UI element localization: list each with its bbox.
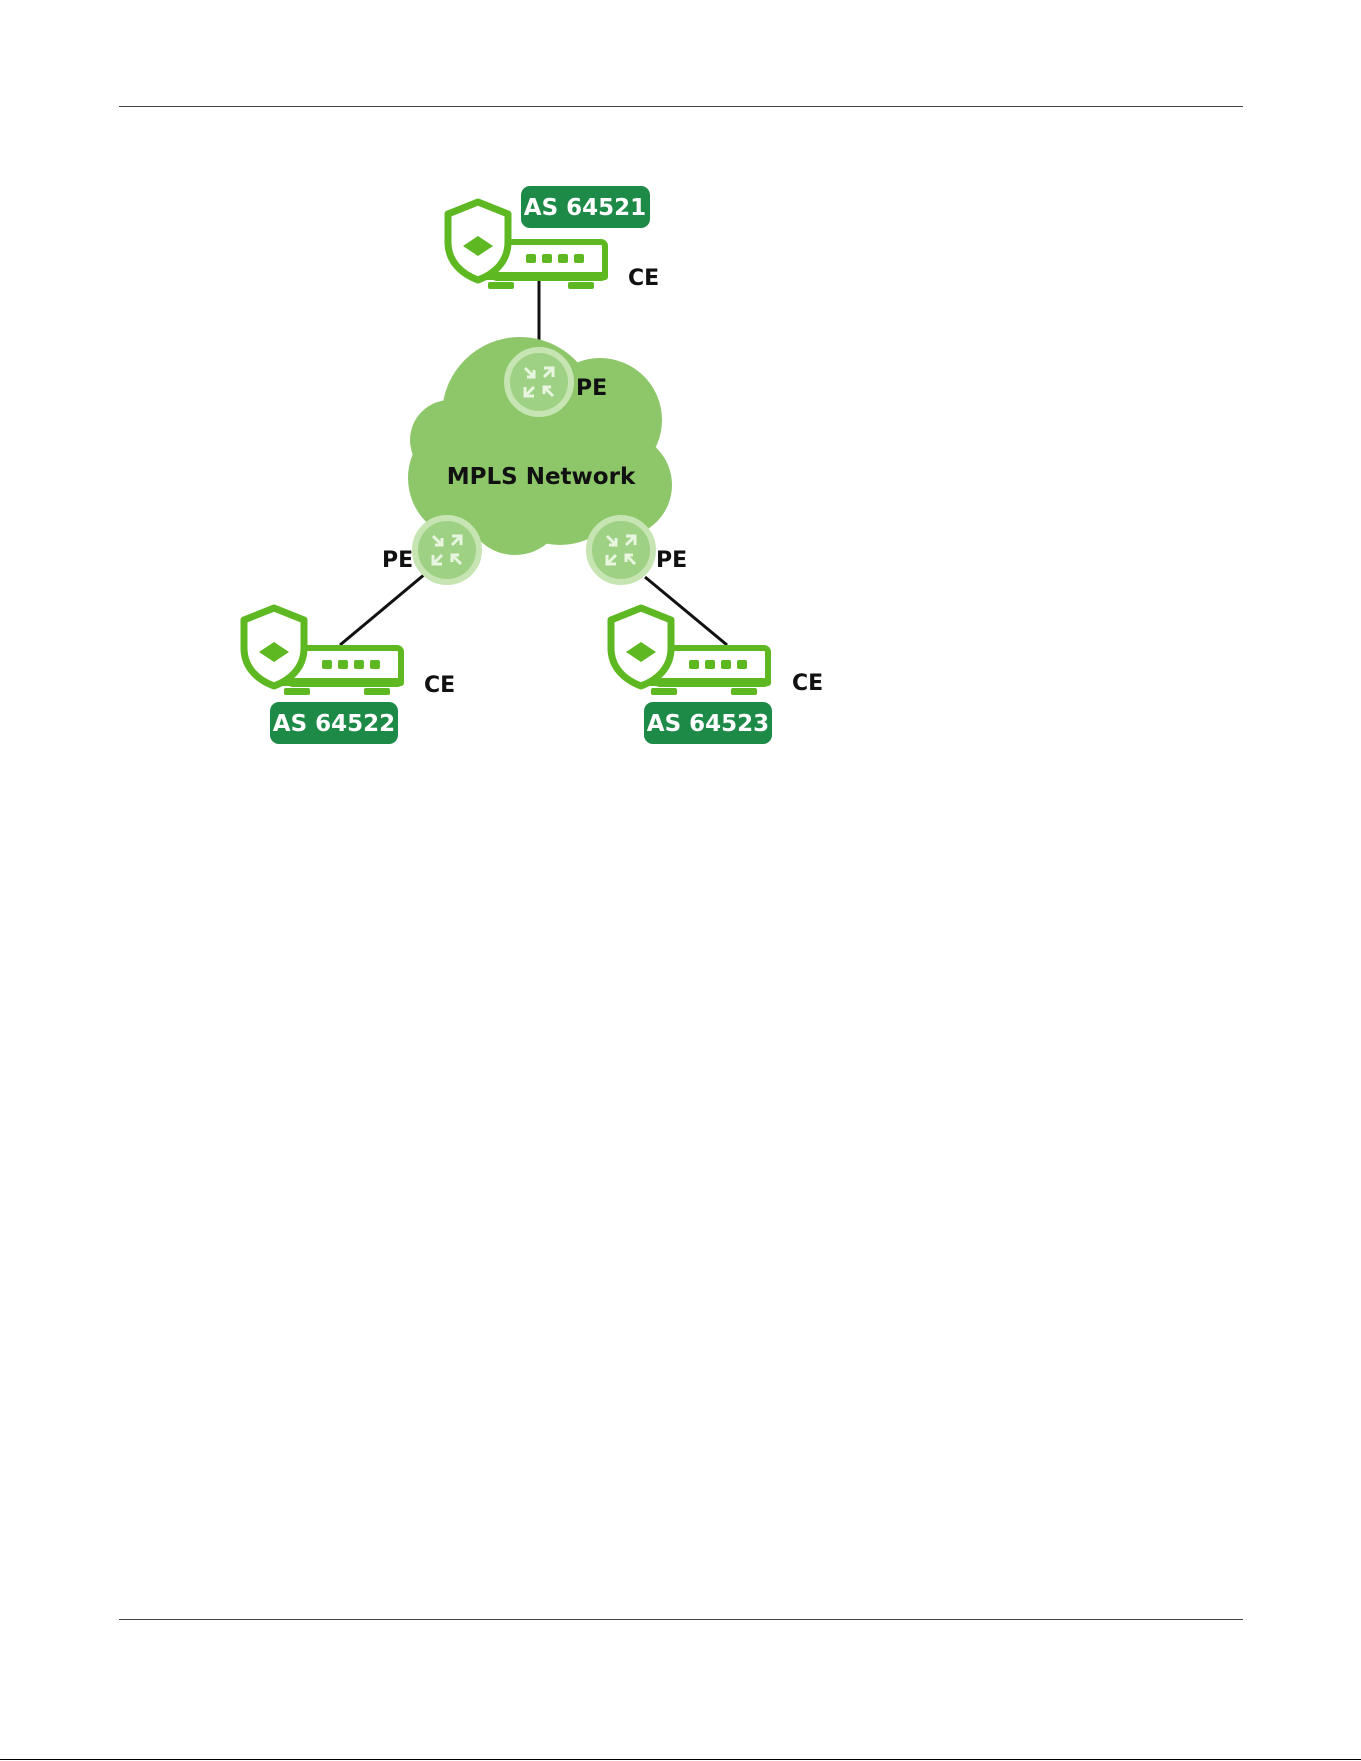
ce-label: CE	[792, 671, 823, 696]
ce-label: CE	[424, 673, 455, 698]
pe-router-icon	[415, 518, 479, 582]
pe-router-icon	[507, 350, 571, 414]
ce-device-icon	[611, 608, 771, 695]
as-badge: AS 64523	[644, 702, 772, 744]
pe-label: PE	[382, 548, 413, 573]
as-label: AS 64523	[647, 711, 769, 737]
ce-device-icon	[244, 608, 404, 695]
as-label: AS 64522	[273, 711, 395, 737]
as-badge: AS 64522	[270, 702, 398, 744]
pe-label: PE	[576, 376, 607, 401]
as-label: AS 64521	[524, 195, 646, 221]
pe-router-icon	[589, 518, 653, 582]
pe-label: PE	[656, 548, 687, 573]
as-badge: AS 64521	[521, 186, 650, 228]
ce-label: CE	[628, 266, 659, 291]
network-label: MPLS Network	[447, 464, 636, 490]
link-left-pe-ce	[340, 574, 425, 645]
